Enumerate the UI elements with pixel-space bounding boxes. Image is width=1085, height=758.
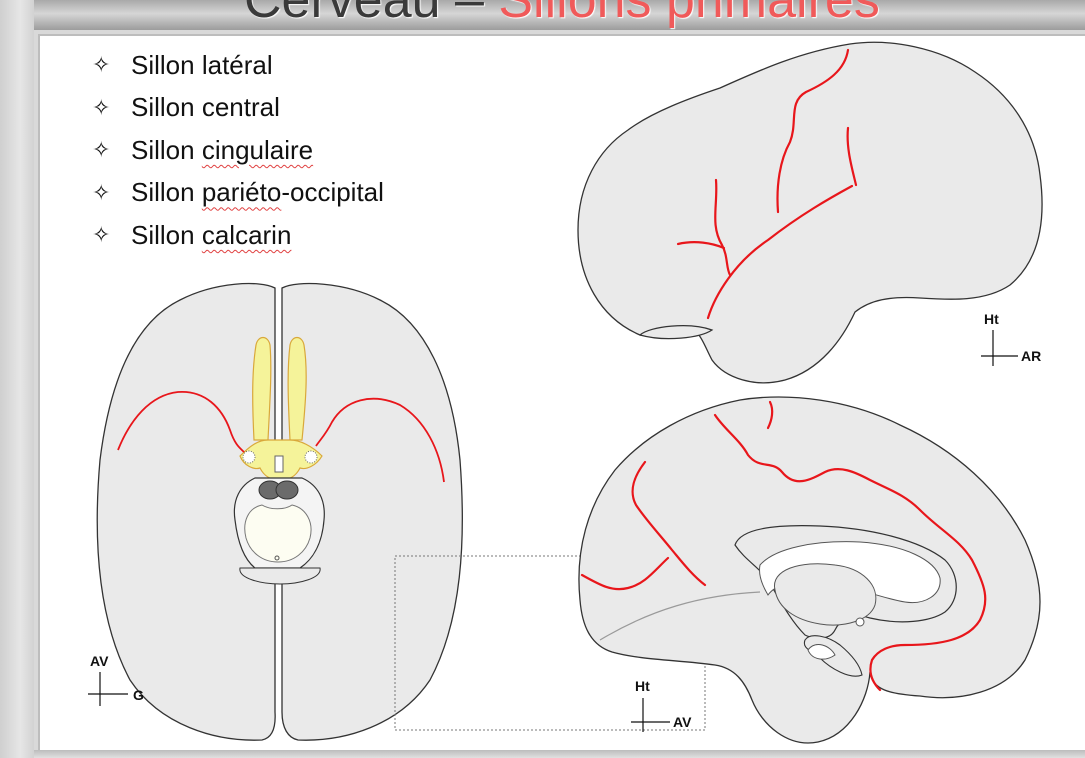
list-item: ✧ Sillon central [92,87,384,130]
bullet-prefix: Sillon [131,177,195,208]
mammillary-body [855,617,865,627]
orientation-medial: Ht AV [631,678,692,732]
list-item: ✧ Sillon latéral [92,44,384,87]
left-lateral-sulcus-ventral [117,391,245,453]
thalamus [774,563,877,626]
lateral-brain-outline [577,41,1043,384]
pons [244,504,312,563]
list-item: ✧ Sillon pariéto-occipital [92,172,384,215]
four-point-star-icon: ✧ [92,52,111,78]
central-sulcus-medial [766,400,774,430]
sulcus-list: ✧ Sillon latéral ✧ Sillon central ✧ Sill… [92,44,384,257]
orientation-ventral: AV G [88,653,144,706]
orientation-lateral: Ht AR [981,311,1041,366]
left-strip [0,0,34,758]
central-sulcus [776,48,850,214]
axis-label-up: Ht [635,678,650,694]
calcarine-sulcus [580,556,670,591]
ventral-sulci [117,391,445,483]
slide-title-prefix: Cerveau – [244,0,499,29]
bottom-bar [34,750,1085,758]
medial-brain-view: Ht AV [578,396,1041,744]
left-hemisphere-ventral [96,282,276,741]
parieto-occipital-sulcus [631,460,707,587]
bullet-prefix: Sillon [131,49,195,80]
postcentral-branch [846,126,858,187]
axis-label-up: Ht [984,311,999,327]
bullet-prefix: Sillon [131,219,195,250]
bullet-word: cingulaire [201,134,314,165]
right-lateral-sulcus-ventral [315,397,445,483]
list-item: ✧ Sillon calcarin [92,214,384,257]
four-point-star-icon: ✧ [92,94,111,120]
frontal-branch-2 [676,241,726,250]
slide-title-accent: Sillons primaires [498,0,880,29]
four-point-star-icon: ✧ [92,179,111,205]
axis-label-right: AR [1021,348,1041,364]
axis-label-up: AV [90,653,109,669]
cingulate-sulcus [713,413,987,692]
four-point-star-icon: ✧ [92,222,111,248]
axis-label-right: AV [673,714,692,730]
medial-sulci [580,400,987,692]
bullet-word: latéral [201,49,273,80]
lateral-brain-view: Ht AR [577,41,1043,384]
bullet-word: pariéto [201,177,282,208]
right-hemisphere-ventral [281,282,463,741]
ventral-brain-view: AV G [88,282,706,741]
axis-label-right: G [133,687,144,703]
lateral-sulci [676,48,858,320]
lateral-sulcus [706,184,854,320]
bullet-suffix: -occipital [281,177,384,208]
list-item: ✧ Sillon cingulaire [92,129,384,172]
bullet-prefix: Sillon [131,92,195,123]
slide-title: Cerveau – Sillons primaires [244,0,880,30]
bullet-word: central [201,92,280,123]
frontal-branch [714,178,732,277]
bullet-word: calcarin [201,219,292,250]
mammillary-right [275,480,299,500]
olfactory-tracts [252,336,307,441]
four-point-star-icon: ✧ [92,137,111,163]
temporal-pole [638,325,714,340]
bullet-prefix: Sillon [131,134,195,165]
title-bar: Cerveau – Sillons primaires [34,0,1085,30]
